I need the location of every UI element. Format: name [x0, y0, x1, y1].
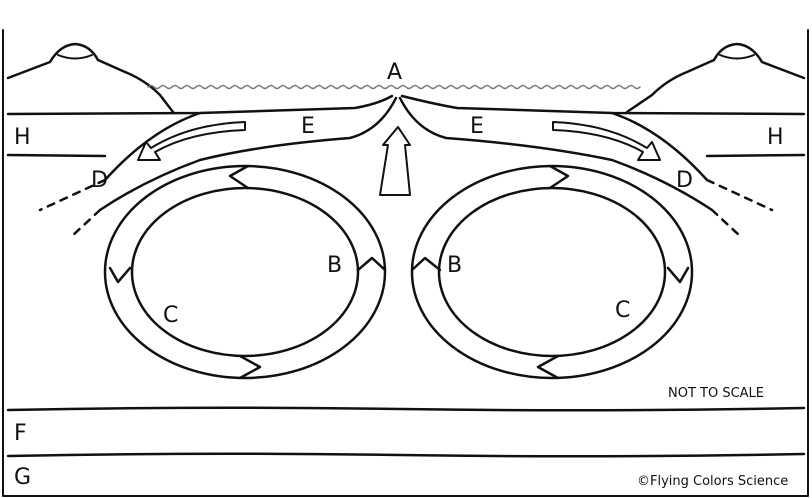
- ocean-surface: [147, 84, 641, 90]
- left-plate-arrow-icon: [137, 121, 246, 161]
- upwelling-arrow-icon: [379, 126, 411, 196]
- right-volcano: [625, 42, 806, 114]
- label-b-right: B: [447, 253, 463, 278]
- left-subduction-top-dashed: [38, 178, 107, 212]
- left-volcano: [6, 42, 175, 114]
- left-crater: [57, 54, 93, 60]
- right-plate-top: [400, 94, 806, 116]
- right-plate-bottom: [398, 96, 714, 212]
- right-plate-bottom-dashed: [710, 208, 742, 238]
- left-convection-cell: [103, 164, 387, 380]
- left-plate-bottom: [98, 96, 398, 212]
- left-continent-bottom: [6, 153, 107, 158]
- label-d-right: D: [676, 168, 693, 193]
- layer-boundary-1: [6, 406, 806, 412]
- credit: ©Flying Colors Science: [637, 474, 789, 489]
- left-plate-bottom-dashed: [70, 208, 102, 238]
- right-continent-bottom: [705, 153, 806, 158]
- left-subduction-top: [103, 111, 202, 182]
- label-c-left: C: [163, 303, 179, 328]
- label-b-left: B: [327, 253, 343, 278]
- not-to-scale-note: NOT TO SCALE: [668, 386, 765, 401]
- frame: [2, 29, 809, 497]
- label-f: F: [14, 421, 27, 446]
- layer-boundary-2: [6, 452, 806, 458]
- right-subduction-top: [610, 111, 709, 182]
- label-c-right: C: [615, 298, 631, 323]
- label-e-right: E: [470, 114, 484, 139]
- right-plate-arrow-icon: [552, 121, 661, 161]
- label-h-right: H: [767, 125, 784, 150]
- right-subduction-top-dashed: [705, 178, 774, 212]
- left-plate-top: [6, 94, 394, 116]
- right-crater: [719, 54, 755, 60]
- label-g: G: [14, 465, 32, 490]
- right-convection-cell: [410, 164, 694, 380]
- label-a: A: [387, 60, 403, 85]
- label-d-left: D: [91, 168, 108, 193]
- label-e-left: E: [301, 114, 315, 139]
- label-h-left: H: [14, 125, 31, 150]
